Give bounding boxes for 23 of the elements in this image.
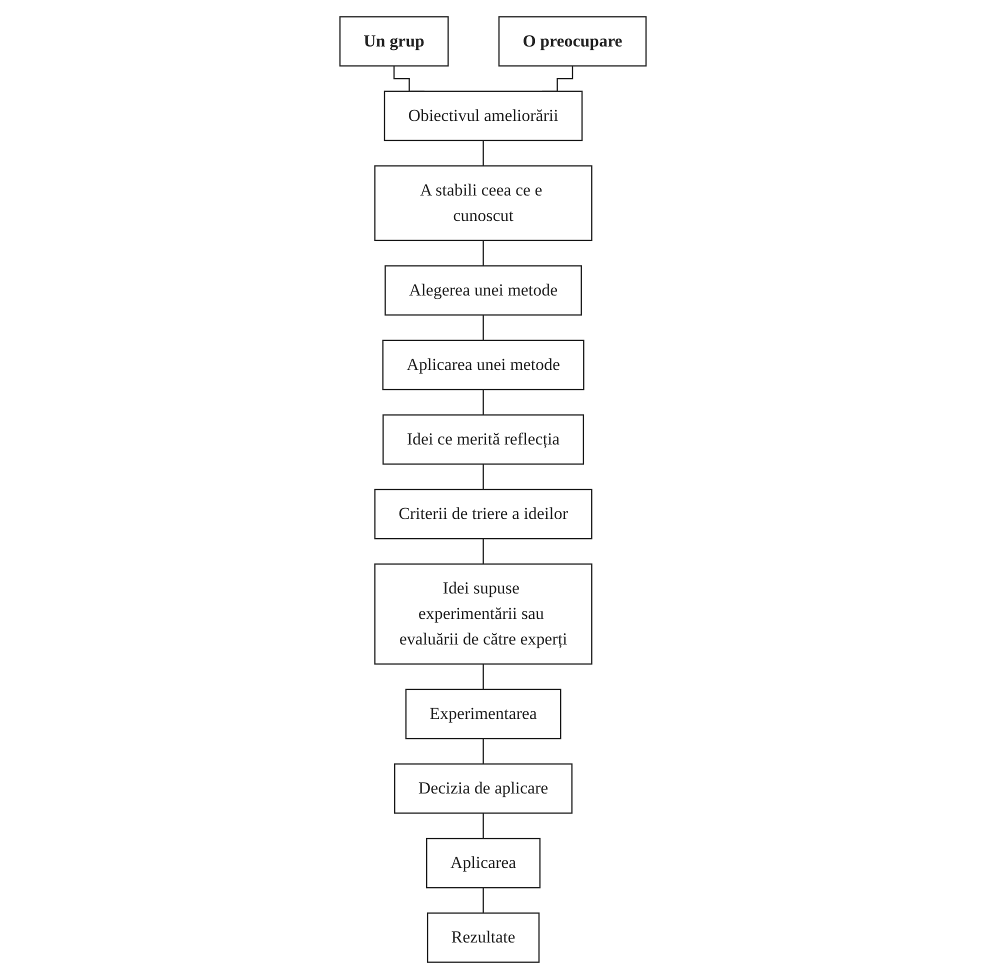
node-box: Obiectivul ameliorării — [384, 90, 583, 142]
node-box: Aplicarea — [426, 838, 541, 888]
node-box: Rezultate — [426, 912, 540, 963]
connector — [482, 240, 484, 266]
connector — [482, 388, 484, 416]
node-box: O preocupare — [498, 16, 647, 67]
node-box: Idei supuse experimentării sau evaluării de către experți — [374, 563, 592, 665]
connector — [482, 314, 484, 342]
node-box: Experimentarea — [405, 688, 562, 740]
node-box: Decizia de aplicare — [394, 763, 573, 814]
connector — [482, 538, 484, 565]
node-box: Aplicarea unei metode — [382, 340, 584, 390]
connector — [482, 663, 484, 690]
node-box: Idei ce merită reflecția — [382, 414, 584, 465]
connector — [482, 463, 484, 490]
connector — [482, 887, 484, 914]
node-box: Criterii de triere a ideilor — [374, 488, 592, 540]
connector — [482, 140, 484, 167]
connector — [482, 738, 484, 765]
node-box: A stabili ceea ce e cunoscut — [374, 165, 592, 242]
connector — [482, 812, 484, 840]
node-box: Un grup — [339, 16, 449, 67]
node-box: Alegerea unei metode — [384, 265, 582, 316]
